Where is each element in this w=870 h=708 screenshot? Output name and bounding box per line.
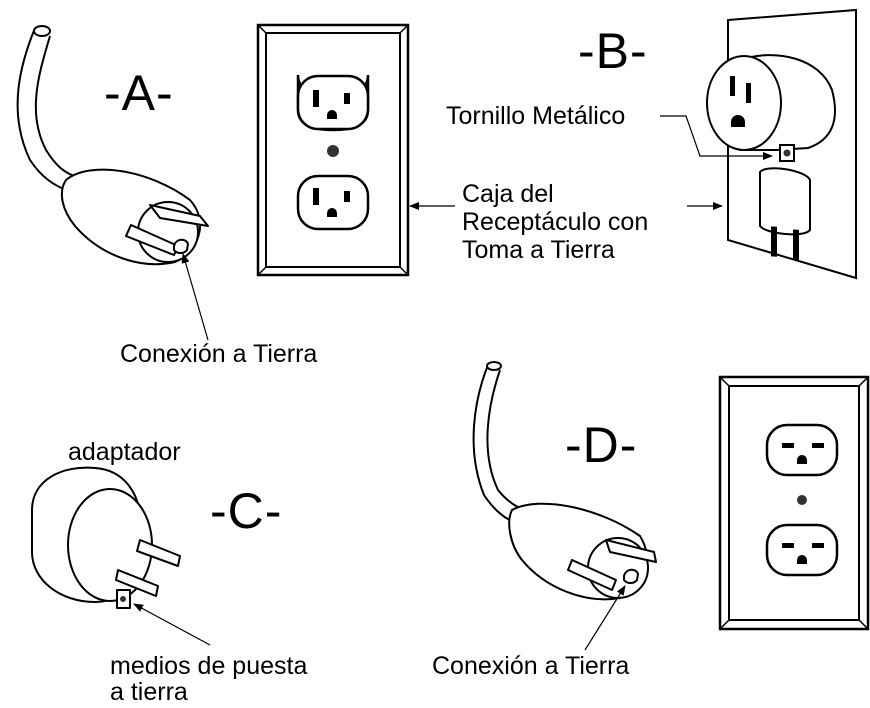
box-label-line-3: Toma a Tierra	[462, 236, 615, 264]
screw-leader	[660, 115, 773, 160]
lower-receptacle	[296, 174, 370, 231]
figure-d-plug	[472, 361, 657, 601]
figure-a-tag: -A-	[104, 65, 174, 121]
box-label-line-2: Receptáculo con	[462, 208, 649, 236]
figure-a-ground-label: Conexión a Tierra	[120, 340, 318, 368]
figure-d-ground-label: Conexión a Tierra	[432, 652, 630, 680]
figure-c-adapter	[31, 466, 181, 609]
figure-d-plate	[718, 375, 870, 631]
upper-receptacle	[296, 74, 370, 132]
plate-screw	[327, 145, 339, 157]
figure-b-wall	[706, 8, 857, 280]
screw-label: Tornillo Metálico	[446, 102, 626, 130]
figure-d-tag: -D-	[565, 417, 638, 473]
adapter-label: adaptador	[68, 438, 181, 466]
figure-c-tag: -C-	[210, 483, 283, 539]
box-label-line-1: Caja del	[462, 180, 554, 208]
figure-a-ground-pointer	[181, 253, 209, 341]
figure-c-ground-pointer	[133, 603, 211, 646]
grounding-label-line-2: a tierra	[110, 678, 188, 706]
figure-d-ground-pointer	[584, 585, 626, 651]
grounding-label-line-1: medios de puesta	[110, 652, 308, 680]
figure-b-tag: -B-	[578, 23, 648, 79]
figure-a-plug	[16, 25, 209, 266]
